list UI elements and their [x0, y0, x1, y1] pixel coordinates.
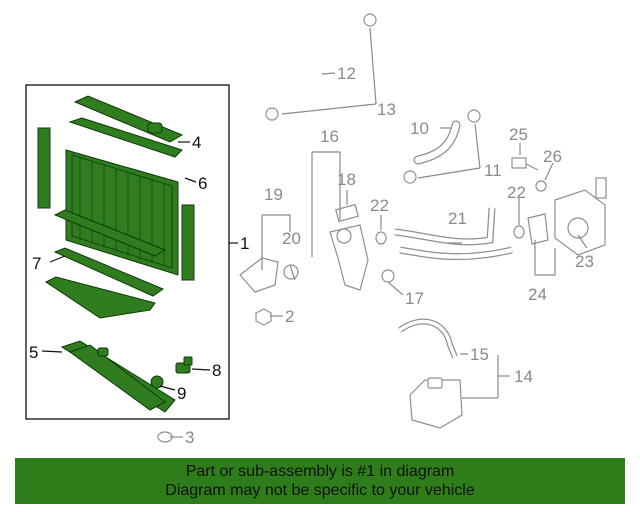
reservoir-hose-15[interactable]	[398, 318, 458, 359]
lower-seal-a[interactable]	[53, 247, 165, 297]
side-seal-left[interactable]	[37, 127, 51, 209]
callout-5[interactable]: 5	[29, 343, 38, 362]
lower-seal-b[interactable]	[45, 276, 156, 319]
banner-line-2: Diagram may not be specific to your vehi…	[165, 482, 475, 499]
callout-3[interactable]: 3	[185, 428, 194, 447]
drain-plug[interactable]	[175, 356, 193, 374]
lower-hose-10[interactable]	[413, 120, 461, 165]
callout-20[interactable]: 20	[282, 229, 301, 248]
oring-17[interactable]	[381, 269, 395, 283]
callout-8[interactable]: 8	[212, 361, 221, 380]
callout-18[interactable]: 18	[337, 170, 356, 189]
upper-hose-12[interactable]	[277, 15, 355, 113]
water-pump-23[interactable]	[554, 177, 607, 256]
callout-7[interactable]: 7	[32, 254, 41, 273]
callout-10[interactable]: 10	[410, 119, 429, 138]
callout-11[interactable]: 11	[484, 161, 502, 180]
callout-1[interactable]: 1	[240, 234, 249, 253]
bolt-3[interactable]	[157, 431, 173, 443]
callout-23[interactable]: 23	[575, 252, 594, 271]
gasket-18[interactable]	[335, 203, 359, 223]
callout-19[interactable]: 19	[264, 185, 283, 204]
side-seal-right[interactable]	[181, 204, 195, 281]
callout-13[interactable]: 13	[377, 100, 396, 119]
lower-seal-7[interactable]	[53, 209, 167, 257]
callout-24[interactable]: 24	[528, 285, 547, 304]
hose-clamp-13[interactable]	[265, 13, 481, 184]
callout-9[interactable]: 9	[177, 384, 186, 403]
info-banner: Part or sub-assembly is #1 in diagram Di…	[15, 458, 625, 504]
callout-17[interactable]: 17	[405, 289, 424, 308]
upper-tank[interactable]	[68, 95, 184, 158]
callout-4[interactable]: 4	[192, 133, 201, 152]
oring-22-left[interactable]	[375, 231, 387, 245]
callout-26[interactable]: 26	[543, 147, 562, 166]
reservoir-tank-14[interactable]	[409, 377, 463, 429]
temp-sensor-25[interactable]	[511, 157, 539, 171]
bolt-2[interactable]	[255, 308, 272, 326]
callout-21[interactable]: 21	[448, 209, 467, 228]
callout-14[interactable]: 14	[514, 367, 533, 386]
washer-26[interactable]	[535, 180, 547, 192]
gasket-24[interactable]	[527, 213, 549, 245]
oring-22-right[interactable]	[513, 225, 525, 239]
banner-line-1: Part or sub-assembly is #1 in diagram	[185, 463, 455, 480]
bypass-pipe-21[interactable]	[394, 207, 513, 261]
callout-6[interactable]: 6	[198, 174, 207, 193]
callout-15[interactable]: 15	[470, 345, 489, 364]
water-outlet-19[interactable]	[239, 257, 299, 293]
assembly-frame	[25, 84, 230, 420]
callout-2[interactable]: 2	[285, 307, 294, 326]
drain-cap[interactable]	[150, 375, 164, 389]
lower-tank[interactable]	[60, 340, 176, 413]
callout-22-left[interactable]: 22	[370, 196, 389, 215]
thermostat-housing-16[interactable]	[329, 224, 369, 291]
callout-12[interactable]: 12	[337, 64, 356, 83]
callout-25[interactable]: 25	[509, 125, 528, 144]
callout-22-right[interactable]: 22	[507, 183, 526, 202]
callout-16[interactable]: 16	[320, 127, 339, 146]
